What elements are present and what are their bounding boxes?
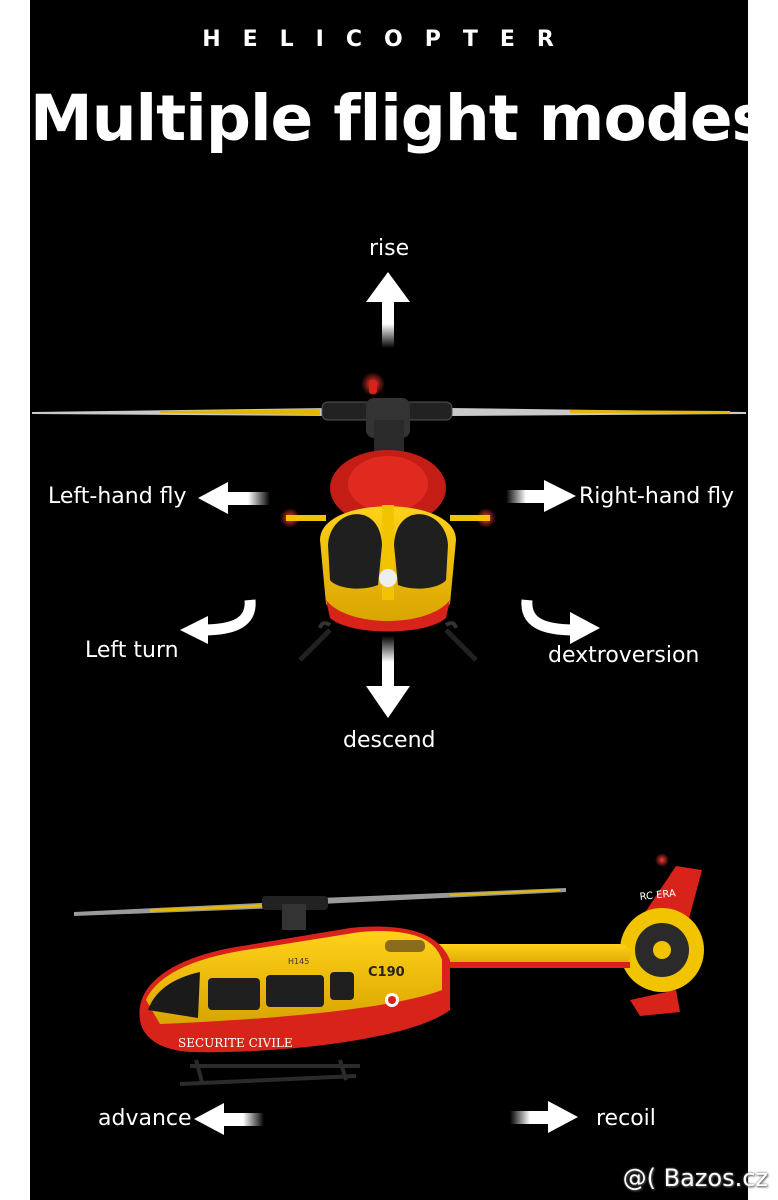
- label-rise: rise: [369, 236, 410, 261]
- rise-arrow-icon: [366, 272, 410, 348]
- illustration: C190 H145 SECURITE CIVILE RC ERA: [32, 272, 746, 1135]
- label-right-hand-fly: Right-hand fly: [579, 484, 735, 509]
- recoil-arrow-icon: [510, 1101, 578, 1133]
- watermark: @( Bazos.cz: [622, 1164, 768, 1192]
- label-advance: advance: [98, 1106, 192, 1131]
- right-arrow-icon: [506, 480, 576, 512]
- label-descend: descend: [343, 728, 436, 753]
- left-turn-arrow-icon: [180, 599, 256, 644]
- label-left-turn: Left turn: [85, 638, 179, 663]
- label-recoil: recoil: [596, 1106, 656, 1131]
- helicopter-side-view: C190 H145 SECURITE CIVILE RC ERA: [74, 853, 704, 1086]
- eyebrow-title: HELICOPTER: [202, 27, 576, 52]
- label-left-hand-fly: Left-hand fly: [48, 484, 187, 509]
- poster: HELICOPTER Multiple flight modes: [30, 0, 748, 1200]
- helicopter-front-view: [32, 372, 746, 662]
- right-turn-arrow-icon: [521, 599, 600, 644]
- model-code: C190: [368, 965, 405, 980]
- type-badge: H145: [288, 957, 309, 966]
- brand-logo: RC ERA: [639, 888, 676, 903]
- left-arrow-icon: [198, 482, 270, 514]
- advance-arrow-icon: [194, 1103, 264, 1135]
- livery-text: SECURITE CIVILE: [178, 1036, 293, 1050]
- label-dextroversion: dextroversion: [548, 643, 700, 668]
- headline: Multiple flight modes: [30, 82, 748, 155]
- descend-arrow-icon: [366, 636, 410, 718]
